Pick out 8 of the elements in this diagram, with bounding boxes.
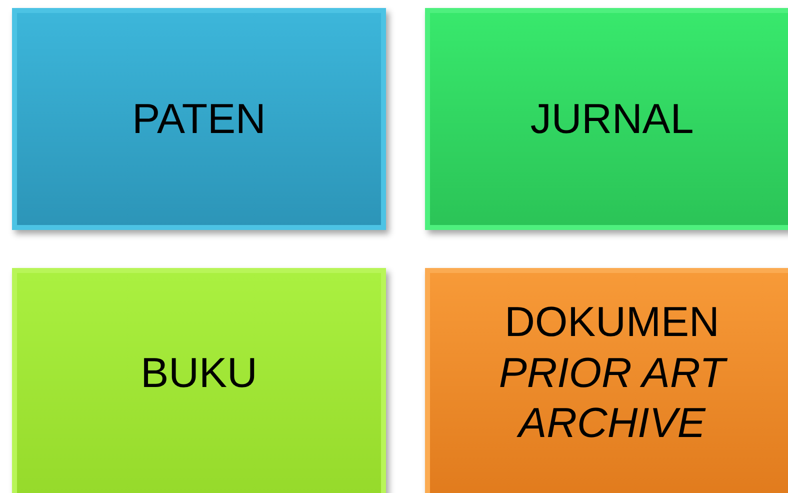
box-label: DOKUMEN PRIOR ART ARCHIVE bbox=[498, 297, 728, 448]
category-box bbox=[425, 8, 788, 230]
category-box bbox=[425, 268, 788, 493]
box-label: BUKU bbox=[140, 348, 258, 398]
box-label: JURNAL bbox=[529, 94, 695, 144]
box-label: PATEN bbox=[131, 94, 267, 144]
category-box bbox=[12, 8, 386, 230]
category-box bbox=[12, 268, 386, 493]
